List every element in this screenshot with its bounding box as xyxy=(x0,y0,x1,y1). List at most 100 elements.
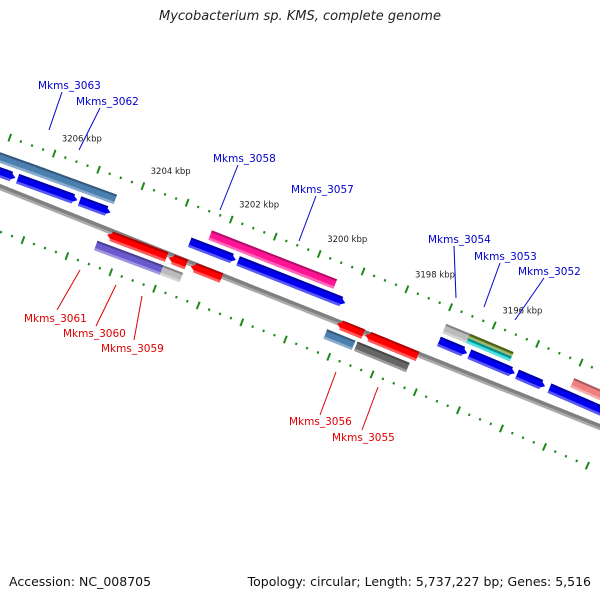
gene-label-Mkms_3060[interactable]: Mkms_3060 xyxy=(63,284,126,340)
gene-edge-bottom xyxy=(109,238,166,262)
gene-label-Mkms_3061[interactable]: Mkms_3061 xyxy=(24,269,87,325)
map-title: Mycobacterium sp. KMS, complete genome xyxy=(159,9,441,24)
gene-label[interactable]: Mkms_3054 xyxy=(428,234,491,246)
minor-tick xyxy=(142,283,145,287)
major-tick xyxy=(20,236,26,245)
gene-edge-bottom xyxy=(323,336,353,350)
cds-forward[interactable] xyxy=(467,349,515,377)
gene-label[interactable]: Mkms_3062 xyxy=(76,96,139,108)
minor-tick xyxy=(10,234,14,238)
gene-Mkms_3057[interactable] xyxy=(208,230,338,289)
gene-edge-top xyxy=(18,174,76,196)
minor-tick xyxy=(460,310,463,314)
gene-Mkms_3060[interactable] xyxy=(159,265,184,283)
gene-labels: Mkms_3063Mkms_3062Mkms_3058Mkms_3057Mkms… xyxy=(24,80,581,444)
gene-edge-top xyxy=(518,369,544,382)
tick-rings xyxy=(0,133,594,470)
gene-label-Mkms_3055[interactable]: Mkms_3055 xyxy=(332,386,395,444)
gene-edge-top xyxy=(190,237,234,256)
cds-forward[interactable] xyxy=(77,196,111,216)
gene-Mkms_3062[interactable] xyxy=(31,164,118,204)
gene-label-Mkms_3052[interactable]: Mkms_3052 xyxy=(514,266,581,321)
gene-label-Mkms_3063[interactable]: Mkms_3063 xyxy=(38,80,101,131)
gene-Mkms_3061[interactable] xyxy=(94,240,164,275)
major-tick xyxy=(239,318,245,327)
major-tick xyxy=(195,301,201,310)
cds-reverse[interactable] xyxy=(107,231,169,262)
major-tick xyxy=(316,249,322,259)
gene-label[interactable]: Mkms_3063 xyxy=(38,80,101,92)
gene-label-Mkms_3058[interactable]: Mkms_3058 xyxy=(213,153,276,211)
gene-edge-top xyxy=(356,341,410,365)
minor-tick xyxy=(503,328,507,332)
major-tick xyxy=(499,424,505,433)
cds-forward[interactable] xyxy=(547,383,600,420)
gene-label[interactable]: Mkms_3059 xyxy=(101,343,164,355)
gene-edge-top xyxy=(34,164,118,197)
minor-tick xyxy=(359,368,363,372)
cds-reverse[interactable] xyxy=(365,331,420,361)
major-tick xyxy=(282,335,288,344)
gene-Mkms_3059[interactable] xyxy=(190,263,224,283)
gene-Mkms_3052[interactable] xyxy=(570,378,600,410)
gene-edge-top xyxy=(370,331,420,354)
gene-label-Mkms_3054[interactable]: Mkms_3054 xyxy=(428,234,491,299)
gene-label[interactable]: Mkms_3057 xyxy=(291,184,354,196)
gene-edge-bottom xyxy=(339,327,363,339)
gene-label[interactable]: Mkms_3061 xyxy=(24,313,87,325)
gene-Mkms_3054[interactable] xyxy=(442,323,471,343)
gene-body xyxy=(236,256,346,306)
major-tick xyxy=(535,339,541,348)
minor-tick xyxy=(207,308,211,312)
gene-edge-bottom xyxy=(188,244,232,264)
minor-tick xyxy=(164,291,167,295)
gene-body xyxy=(467,349,515,376)
minor-tick xyxy=(119,176,123,180)
major-tick xyxy=(152,284,157,293)
minor-tick xyxy=(218,312,222,316)
cds-forward[interactable] xyxy=(0,161,16,182)
gene-edge-bottom xyxy=(208,237,335,289)
leader-line xyxy=(133,295,143,341)
gene-body xyxy=(437,336,468,356)
gene-Mkms_3056[interactable] xyxy=(323,329,356,350)
gene-label[interactable]: Mkms_3058 xyxy=(213,153,276,165)
minor-tick xyxy=(478,417,482,421)
cds-reverse[interactable] xyxy=(168,254,189,270)
gene-label[interactable]: Mkms_3052 xyxy=(518,266,581,278)
kbp-label: 3204 kbp xyxy=(151,167,191,177)
gene-edge-top xyxy=(469,333,514,354)
gene-body xyxy=(107,232,169,262)
cds-forward[interactable] xyxy=(16,174,78,204)
gene-edge-top xyxy=(550,383,600,407)
cds-reverse[interactable] xyxy=(337,320,366,339)
gene-edge-top xyxy=(195,263,224,276)
minor-tick xyxy=(424,395,428,399)
gene-Mkms_3055[interactable] xyxy=(353,341,410,373)
gene-label-Mkms_3056[interactable]: Mkms_3056 xyxy=(289,371,352,428)
gene-label[interactable]: Mkms_3060 xyxy=(63,328,126,340)
gene-edge-top xyxy=(211,230,338,282)
gene-label[interactable]: Mkms_3055 xyxy=(332,432,395,444)
gene-label-Mkms_3062[interactable]: Mkms_3062 xyxy=(76,96,139,151)
gene-label[interactable]: Mkms_3053 xyxy=(474,251,537,263)
gene-body xyxy=(190,264,224,283)
gene-edge-bottom xyxy=(31,171,115,204)
gene-Mkms_3053[interactable] xyxy=(468,333,514,357)
gene-edge-top xyxy=(0,152,36,167)
cds-forward[interactable] xyxy=(515,369,546,390)
gene-label[interactable]: Mkms_3056 xyxy=(289,416,352,428)
gene-edge-bottom xyxy=(16,181,73,204)
gene-Mkms_3063[interactable] xyxy=(0,144,36,175)
cds-forward[interactable] xyxy=(236,256,346,307)
minor-tick xyxy=(510,431,514,435)
gene-Mkms_3058[interactable] xyxy=(188,237,236,264)
major-tick xyxy=(184,198,190,207)
gene-label-Mkms_3053[interactable]: Mkms_3053 xyxy=(474,251,537,308)
gene-label-Mkms_3057[interactable]: Mkms_3057 xyxy=(291,184,354,242)
cds-forward-cyan[interactable] xyxy=(466,338,512,362)
gene-label-Mkms_3059[interactable]: Mkms_3059 xyxy=(101,295,164,355)
minor-tick xyxy=(339,261,343,265)
cds-forward[interactable] xyxy=(437,336,468,357)
